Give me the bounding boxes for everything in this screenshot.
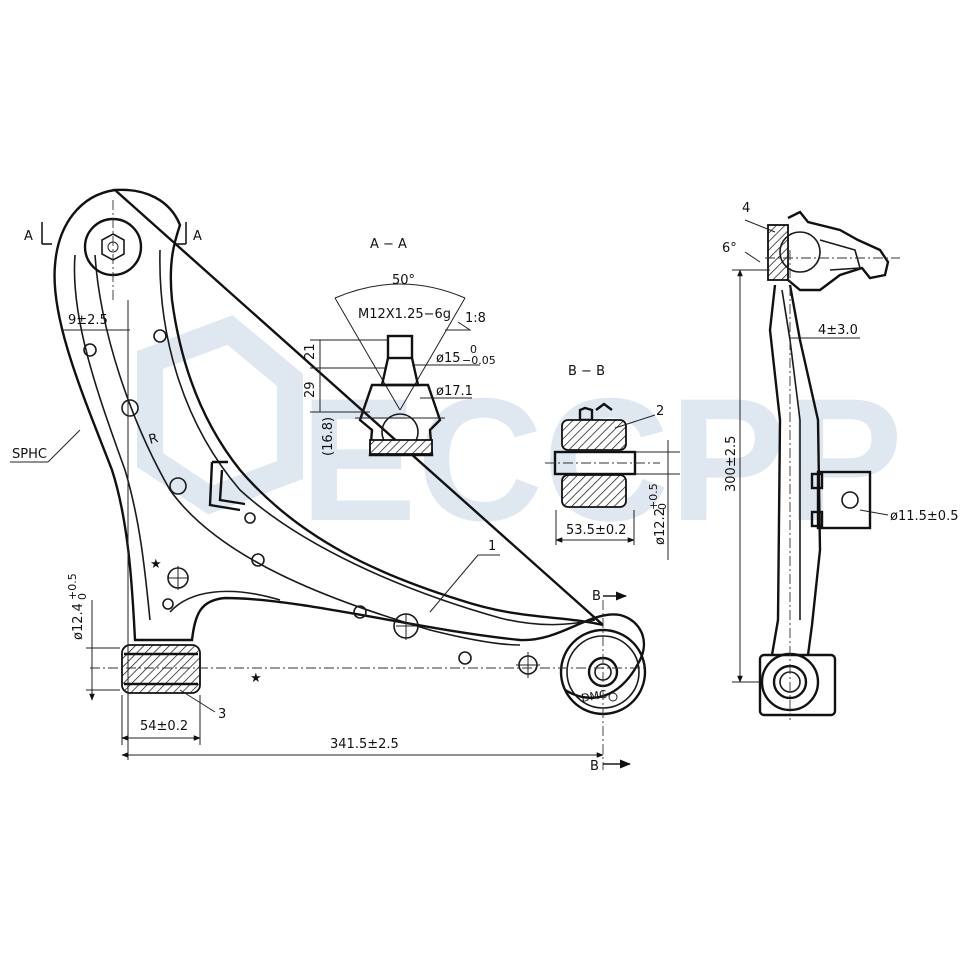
- star-mark-icon: ★: [150, 557, 162, 572]
- dim-bb-dia-tol-upper: +0.5: [647, 483, 660, 510]
- ball-stud-thread: [386, 334, 414, 360]
- callout-part-4: 4: [742, 201, 750, 216]
- dim-angle-6: 6°: [722, 241, 737, 256]
- dim-bushing-dia-tol-lower: 0: [76, 593, 89, 600]
- section-mark-a-left: A: [24, 229, 33, 244]
- main-dimensions: 9±2.5 SPHC ø12.4 +0.5 0 54±0.2 3 341.5±2…: [10, 300, 604, 760]
- dim-taper: 1:8: [465, 311, 486, 326]
- control-arm-plan-view: R ★ ★ DMC: [53, 188, 647, 770]
- front-bushing: [121, 644, 201, 694]
- hole: [162, 598, 174, 610]
- hole: [83, 343, 97, 357]
- bushing-b-upper: [561, 419, 627, 451]
- arm-inner-flange-left: [73, 254, 151, 621]
- watermark-text: ECCPP: [300, 363, 903, 558]
- side-bushing-housing: [758, 653, 837, 717]
- dim-stud-dia: ø15: [436, 351, 461, 366]
- hole: [153, 329, 167, 343]
- ball-joint-housing: [358, 383, 442, 457]
- bracket-hole: [841, 491, 859, 509]
- callout-part-2: 2: [656, 404, 664, 419]
- arm-outline: [53, 188, 646, 699]
- section-bb-markers: B B: [590, 589, 632, 774]
- section-mark-b-bottom: B: [590, 759, 599, 774]
- dim-offset-4: 4±3.0: [818, 323, 858, 338]
- hole: [251, 553, 265, 567]
- arm-web-curve: [94, 254, 521, 646]
- hole: [244, 512, 256, 524]
- dim-stud-dia-tol-lower: −0.05: [462, 354, 496, 367]
- brake-line-clip: [208, 460, 246, 512]
- dim-bb-dia: ø12.2: [653, 508, 668, 545]
- section-mark-a-right: A: [193, 229, 202, 244]
- section-mark-b-top: B: [592, 589, 601, 604]
- dim-thread: M12X1.25−6g: [358, 307, 451, 322]
- dim-bushing-width: 54±0.2: [140, 719, 188, 734]
- watermark-logo-icon: [137, 315, 303, 515]
- side-view: 4 6° ø11.5±0.5 4±3.0 300±2.5: [722, 201, 958, 720]
- ball-joint-boot: [767, 224, 789, 281]
- dim-16-8: (16.8): [321, 417, 336, 456]
- ball-joint-side: [787, 210, 890, 292]
- dim-29: 29: [303, 381, 318, 398]
- arm-inner-flange-right: [159, 249, 596, 626]
- section-aa-title: A − A: [370, 237, 407, 252]
- dim-hole-dia: ø11.5±0.5: [890, 509, 958, 524]
- section-aa-markers: A A: [24, 222, 202, 245]
- dim-bushing-dia-tol-upper: +0.5: [66, 573, 79, 600]
- rh-mark: R: [147, 431, 160, 448]
- side-bracket: [816, 470, 872, 530]
- star-mark-icon: ★: [250, 671, 262, 686]
- hole: [458, 651, 472, 665]
- bushing-b-lower: [561, 474, 627, 508]
- callout-part-3: 3: [218, 707, 226, 722]
- dim-angle-50: 50°: [392, 273, 415, 288]
- hole: [169, 477, 187, 495]
- section-bb-title: B − B: [568, 364, 605, 379]
- dim-height-300: 300±2.5: [724, 436, 739, 492]
- watermark: ECCPP: [137, 315, 903, 558]
- dim-stud-dia-tol-upper: 0: [470, 343, 477, 356]
- section-aa-view: A − A 50° M12X1.25−6g 1:8 21 29 (16.8) ø…: [303, 237, 496, 457]
- hole: [353, 605, 367, 619]
- hole: [121, 399, 139, 417]
- dim-overall-length: 341.5±2.5: [330, 737, 399, 752]
- dim-dia-17-1: ø17.1: [436, 384, 473, 399]
- dim-bb-width: 53.5±0.2: [566, 523, 627, 538]
- material-label: SPHC: [12, 447, 47, 462]
- callout-part-1: 1: [488, 539, 496, 554]
- dim-bb-dia-tol-lower: 0: [656, 503, 669, 510]
- stamp-small: DMC: [580, 688, 608, 705]
- dim-21: 21: [303, 343, 318, 360]
- dim-offset-9: 9±2.5: [68, 313, 108, 328]
- dim-bushing-dia: ø12.4: [71, 603, 86, 640]
- arm-lower-curve: [169, 590, 281, 613]
- section-bb-view: B − B 2 53.5±0.2 ø12.2 +0.5 0: [545, 364, 680, 560]
